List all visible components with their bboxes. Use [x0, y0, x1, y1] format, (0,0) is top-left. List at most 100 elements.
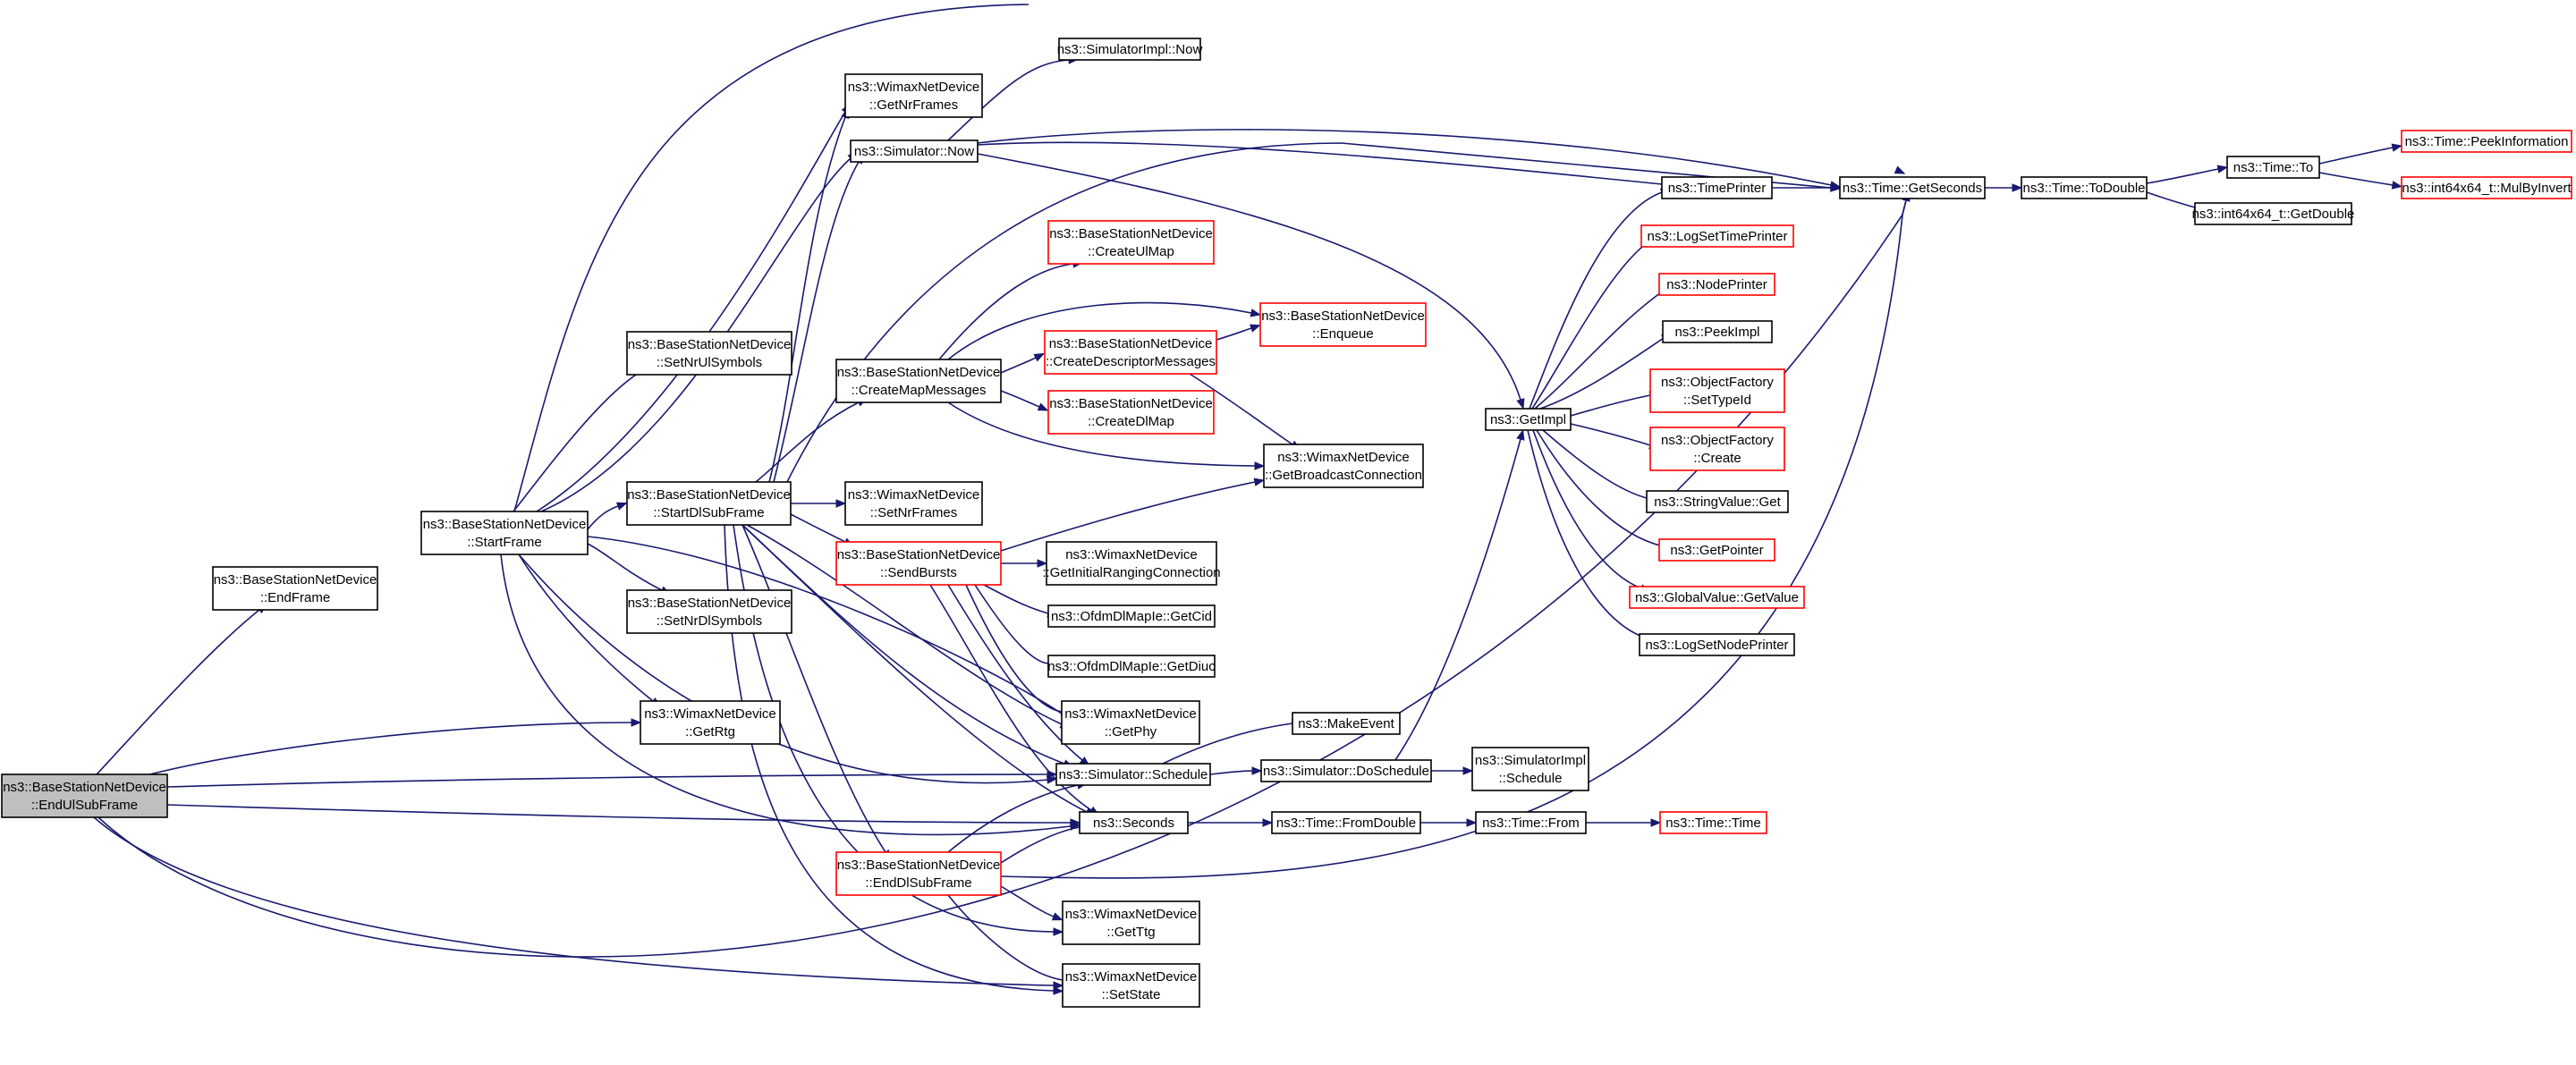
node-box — [1661, 176, 1773, 199]
node-settypeid[interactable]: ns3::ObjectFactory::SetTypeId — [1649, 368, 1785, 413]
node-mulbyinvert[interactable]: ns3::int64x64_t::MulByInvert — [2401, 176, 2572, 199]
node-sendbursts[interactable]: ns3::BaseStationNetDevice::SendBursts — [835, 541, 1002, 586]
node-label: ::Create — [1693, 451, 1741, 466]
node-label: ns3::WimaxNetDevice — [1277, 450, 1410, 465]
edge-endul-to-endframe — [96, 603, 267, 775]
node-startframe[interactable]: ns3::BaseStationNetDevice::StartFrame — [420, 511, 589, 555]
node-label: ::GetInitialRangingConnection — [1042, 565, 1220, 580]
node-implnow[interactable]: ns3::SimulatorImpl::Now — [1057, 38, 1203, 61]
node-box — [1263, 444, 1424, 488]
node-setnrul[interactable]: ns3::BaseStationNetDevice::SetNrUlSymbol… — [626, 331, 792, 376]
node-label: ns3::NodePrinter — [1666, 277, 1767, 292]
node-label: ns3::Simulator::Now — [854, 144, 974, 159]
node-label: ::SetTypeId — [1683, 393, 1751, 408]
node-implschedule[interactable]: ns3::SimulatorImpl::Schedule — [1471, 747, 1589, 791]
node-createulmap[interactable]: ns3::BaseStationNetDevice::CreateUlMap — [1047, 220, 1215, 265]
node-createdesc[interactable]: ns3::BaseStationNetDevice::CreateDescrip… — [1044, 330, 1217, 375]
node-setnrdl[interactable]: ns3::BaseStationNetDevice::SetNrDlSymbol… — [626, 589, 792, 634]
node-box — [1471, 747, 1589, 791]
node-label: ns3::LogSetNodePrinter — [1645, 638, 1788, 653]
node-seconds[interactable]: ns3::Seconds — [1079, 811, 1189, 834]
node-box — [2226, 156, 2320, 179]
node-doschedule[interactable]: ns3::Simulator::DoSchedule — [1260, 759, 1432, 782]
node-strget[interactable]: ns3::StringValue::Get — [1646, 490, 1789, 513]
node-i64getdouble[interactable]: ns3::int64x64_t::GetDouble — [2192, 202, 2355, 225]
edge-startframe-to-getnrframes — [536, 103, 851, 512]
node-makeevent[interactable]: ns3::MakeEvent — [1292, 712, 1401, 735]
node-box — [1061, 700, 1200, 745]
node-label: ::GetPhy — [1105, 724, 1157, 740]
node-nodeprinter[interactable]: ns3::NodePrinter — [1658, 273, 1775, 296]
node-logsettime[interactable]: ns3::LogSetTimePrinter — [1640, 224, 1794, 248]
node-timeprinter[interactable]: ns3::TimePrinter — [1661, 176, 1773, 199]
edge-sendbursts-to-getdiuc — [974, 584, 1059, 668]
node-label: ns3::PeekImpl — [1674, 325, 1759, 340]
node-enddl[interactable]: ns3::BaseStationNetDevice::EndDlSubFrame — [835, 851, 1002, 896]
edge-timeto-to-peekinfo — [2318, 143, 2403, 165]
node-box — [626, 481, 792, 526]
node-schedule[interactable]: ns3::Simulator::Schedule — [1055, 763, 1211, 786]
node-label: ::Schedule — [1499, 771, 1563, 786]
node-box — [1649, 368, 1785, 413]
node-getseconds[interactable]: ns3::Time::GetSeconds — [1839, 176, 1986, 199]
node-peekimpl[interactable]: ns3::PeekImpl — [1662, 320, 1773, 343]
node-box — [2021, 176, 2148, 199]
node-simnow[interactable]: ns3::Simulator::Now — [850, 139, 979, 163]
node-createmap[interactable]: ns3::BaseStationNetDevice::CreateMapMess… — [835, 359, 1002, 403]
node-timetime[interactable]: ns3::Time::Time — [1659, 811, 1767, 834]
node-label: ns3::WimaxNetDevice — [1064, 706, 1197, 722]
node-logsetnode[interactable]: ns3::LogSetNodePrinter — [1639, 633, 1795, 656]
edge-createmap-to-createdlmap — [1000, 390, 1049, 411]
node-endframe[interactable]: ns3::BaseStationNetDevice::EndFrame — [212, 566, 378, 611]
node-label: ns3::GetImpl — [1490, 412, 1566, 427]
node-getcid[interactable]: ns3::OfdmDlMapIe::GetCid — [1047, 604, 1216, 628]
node-getnrframes[interactable]: ns3::WimaxNetDevice::GetNrFrames — [844, 73, 983, 118]
node-getttg[interactable]: ns3::WimaxNetDevice::GetTtg — [1062, 900, 1200, 945]
node-label: ::SetState — [1102, 987, 1161, 1002]
node-getbcast[interactable]: ns3::WimaxNetDevice::GetBroadcastConnect… — [1263, 444, 1424, 488]
node-label: ns3::BaseStationNetDevice — [837, 547, 1001, 562]
edge-startframe-to-schedule — [518, 554, 1058, 784]
edge-getimpl-to-settypeid — [1570, 391, 1661, 417]
edge-getseconds-to-todouble — [1984, 183, 2023, 192]
node-label: ns3::Time::FromDouble — [1276, 816, 1416, 831]
node-endul[interactable]: ns3::BaseStationNetDevice::EndUlSubFrame — [1, 773, 168, 818]
node-label: ::CreateUlMap — [1088, 244, 1174, 259]
node-getpointer[interactable]: ns3::GetPointer — [1658, 538, 1775, 562]
node-createdlmap[interactable]: ns3::BaseStationNetDevice::CreateDlMap — [1047, 390, 1215, 435]
node-label: ns3::BaseStationNetDevice — [423, 517, 587, 532]
node-timeto[interactable]: ns3::Time::To — [2226, 156, 2320, 179]
edge-getimpl-to-ofcreate — [1570, 423, 1660, 450]
node-box — [1629, 586, 1805, 609]
node-enqueue[interactable]: ns3::BaseStationNetDevice::Enqueue — [1259, 302, 1427, 347]
node-label: ns3::TimePrinter — [1668, 181, 1766, 196]
node-getinitrng[interactable]: ns3::WimaxNetDevice::GetInitialRangingCo… — [1042, 541, 1221, 586]
node-label: ns3::Simulator::Schedule — [1059, 767, 1208, 782]
node-setnrframes[interactable]: ns3::WimaxNetDevice::SetNrFrames — [844, 481, 983, 526]
node-box — [626, 589, 792, 634]
node-getrtg[interactable]: ns3::WimaxNetDevice::GetRtg — [640, 700, 781, 745]
node-peekinfo[interactable]: ns3::Time::PeekInformation — [2401, 130, 2572, 153]
node-label: ns3::int64x64_t::MulByInvert — [2402, 181, 2572, 196]
node-timefrom[interactable]: ns3::Time::From — [1475, 811, 1587, 834]
node-ofcreate[interactable]: ns3::ObjectFactory::Create — [1649, 427, 1785, 471]
node-getphy[interactable]: ns3::WimaxNetDevice::GetPhy — [1061, 700, 1200, 745]
node-box — [1047, 655, 1216, 678]
node-gvgetvalue[interactable]: ns3::GlobalValue::GetValue — [1629, 586, 1805, 609]
node-setstate[interactable]: ns3::WimaxNetDevice::SetState — [1062, 963, 1200, 1008]
node-label: ns3::Time::Time — [1665, 816, 1760, 831]
node-getimpl[interactable]: ns3::GetImpl — [1485, 408, 1572, 431]
node-box — [835, 851, 1002, 896]
node-fromdouble[interactable]: ns3::Time::FromDouble — [1271, 811, 1421, 834]
node-box — [1047, 604, 1216, 628]
node-label: ns3::WimaxNetDevice — [848, 487, 980, 503]
edge-createmap-to-getbcast — [947, 401, 1266, 470]
node-todouble[interactable]: ns3::Time::ToDouble — [2021, 176, 2148, 199]
edge-doschedule-to-implschedule — [1431, 766, 1474, 775]
node-startdl[interactable]: ns3::BaseStationNetDevice::StartDlSubFra… — [626, 481, 792, 526]
node-label: ::SetNrDlSymbols — [657, 613, 762, 629]
node-label: ::EndDlSubFrame — [865, 875, 971, 891]
node-label: ns3::Seconds — [1093, 816, 1174, 831]
node-box — [844, 481, 983, 526]
node-getdiuc[interactable]: ns3::OfdmDlMapIe::GetDiuc — [1047, 655, 1216, 678]
